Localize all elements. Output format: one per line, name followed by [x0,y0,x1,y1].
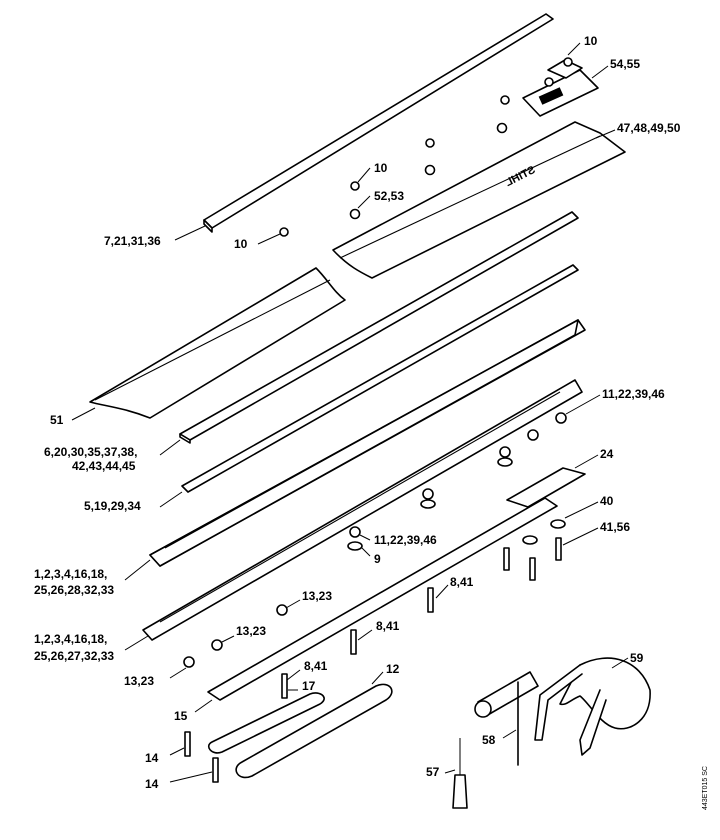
label-52-53: 52,53 [374,189,404,203]
label-12: 12 [386,662,400,676]
label-57: 57 [426,765,440,779]
cutter-blade-upper [149,319,586,567]
label-41-56: 41,56 [600,520,630,534]
socket-wrench [474,671,539,766]
label-17: 17 [302,679,316,693]
label-7-36: 7,21,31,36 [104,234,161,248]
label-25-33-a: 25,26,28,32,33 [34,583,114,597]
nut-group-top [279,57,573,237]
label-42-45: 42,43,44,45 [72,459,136,473]
label-47-50: 47,48,49,50 [617,121,681,135]
flat-bar-upper [179,211,579,444]
lower-blade-guard [89,267,346,419]
bracket-54-55 [522,59,599,117]
label-1-18-a: 1,2,3,4,16,18, [34,567,107,581]
slotted-plate-a [207,692,325,754]
label-9: 9 [374,552,381,566]
part-labels: 10 54,55 47,48,49,50 10 52,53 7,21,31,36… [34,34,681,791]
label-8-41-a: 8,41 [450,575,474,589]
label-1-18-b: 1,2,3,4,16,18, [34,632,107,646]
label-51: 51 [50,413,64,427]
label-6-38: 6,20,30,35,37,38, [44,445,137,459]
label-58: 58 [482,733,496,747]
label-15: 15 [174,709,188,723]
label-13-23-c: 13,23 [124,674,154,688]
label-8-41-c: 8,41 [304,659,328,673]
thin-strip [181,264,579,493]
bottom-bar [207,497,558,701]
label-11-46-center: 11,22,39,46 [374,533,437,547]
slotted-plate-b [235,683,393,779]
plate-24 [506,467,586,508]
label-10-top: 10 [584,34,598,48]
upper-blade-guard: STIHL [332,121,626,279]
label-14-a: 14 [145,751,159,765]
label-11-46-right: 11,22,39,46 [602,387,665,401]
cutter-blade-lower [142,379,583,641]
label-54-55: 54,55 [610,57,640,71]
label-10-mid: 10 [374,161,388,175]
label-24: 24 [600,447,614,461]
label-14-b: 14 [145,777,159,791]
label-40: 40 [600,494,614,508]
safety-glasses [534,657,651,756]
bolts [184,537,562,783]
label-25-33-b: 25,26,27,32,33 [34,649,114,663]
leader-lines [71,42,629,783]
drawing-code: 443ET015 SC [702,766,709,810]
label-59: 59 [630,651,644,665]
label-5-34: 5,19,29,34 [84,499,141,513]
label-13-23-a: 13,23 [302,589,332,603]
small-parts [183,412,567,668]
label-10-low: 10 [234,237,248,251]
label-8-41-b: 8,41 [376,619,400,633]
label-13-23-b: 13,23 [236,624,266,638]
guard-bar [203,13,554,233]
screwdriver [452,738,468,809]
